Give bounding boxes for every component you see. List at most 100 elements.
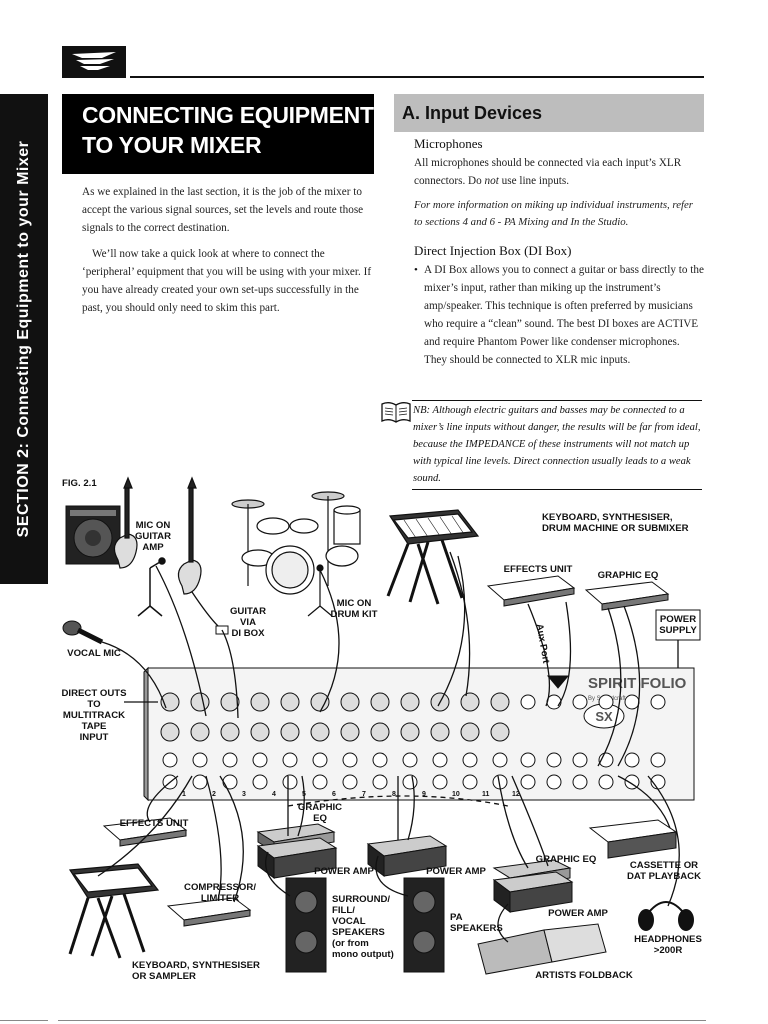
mixer-jack — [310, 722, 330, 742]
label-line: TAPE — [82, 721, 107, 732]
cables — [97, 551, 680, 943]
bottom-rule-left — [0, 1020, 48, 1021]
mixer-jack — [490, 722, 510, 742]
bottom-rule — [58, 1020, 706, 1021]
mixer-jack — [312, 774, 328, 790]
label-effects-unit-top: EFFECTS UNIT — [504, 564, 573, 575]
mixer-jack — [432, 752, 448, 768]
label-line: GRAPHIC — [298, 802, 342, 813]
page-title: CONNECTING EQUIPMENT TO YOUR MIXER — [62, 94, 374, 174]
label-line: DI BOX — [231, 628, 265, 639]
label-graphic-eq-top: GRAPHIC EQ — [598, 570, 659, 581]
channel-number: 11 — [482, 791, 490, 798]
label-line: SUPPLY — [659, 625, 697, 636]
power-supply-box — [655, 609, 701, 641]
label-line: VOCAL — [332, 916, 366, 927]
graphic-eq-top-icon — [584, 581, 670, 611]
label-line: ARTISTS FOLDBACK — [535, 970, 633, 981]
mic-stand-icon — [137, 557, 166, 617]
microphones-text-emphasis: not — [484, 175, 499, 187]
mixer-jack — [250, 692, 270, 712]
reference-note: For more information on miking up indivi… — [414, 199, 694, 228]
label-line: CASSETTE OR — [630, 860, 698, 871]
mixer-jack — [598, 774, 614, 790]
label-line: GRAPHIC EQ — [598, 570, 659, 581]
channel-number: 7 — [362, 791, 366, 798]
mixer-jack — [520, 774, 536, 790]
spirit-logo-icon — [62, 46, 126, 78]
mixer-jack — [252, 774, 268, 790]
mixer-jack — [546, 774, 562, 790]
mixer-jack — [520, 752, 536, 768]
mixer-jack — [160, 722, 180, 742]
label-power-amp-3: POWER AMP — [548, 908, 608, 919]
mixer-jack — [340, 692, 360, 712]
headphones-icon — [638, 901, 694, 931]
channel-number: 3 — [242, 791, 246, 798]
label-line: POWER AMP — [426, 866, 486, 877]
label-line: DAT PLAYBACK — [627, 871, 701, 882]
drum-kit-icon — [231, 491, 361, 617]
label-line: FILL/ — [332, 905, 355, 916]
label-line: GUITAR — [230, 606, 266, 617]
mixer-jack — [430, 722, 450, 742]
mixer-jack — [432, 774, 448, 790]
label-line: SPEAKERS — [332, 927, 385, 938]
microphones-text-b: use line inputs. — [498, 175, 570, 187]
label-artists-foldback: ARTISTS FOLDBACK — [535, 970, 633, 981]
mixer-jack — [462, 774, 478, 790]
mixer-jack — [400, 722, 420, 742]
channel-number: 12 — [512, 791, 520, 798]
mixer-jack — [572, 774, 588, 790]
label-line: SURROUND/ — [332, 894, 390, 905]
mixer-jack — [520, 694, 536, 710]
label-power-amp-1: POWER AMP — [314, 866, 374, 877]
mixer-jack — [492, 752, 508, 768]
keyboard-bottom-icon — [68, 863, 160, 959]
mixer-jack — [310, 692, 330, 712]
label-line: mono output) — [332, 949, 394, 960]
label-line: POWER — [660, 614, 696, 625]
label-line: INPUT — [80, 732, 109, 743]
section-header: A. Input Devices — [394, 94, 704, 132]
label-line: DIRECT OUTS — [61, 688, 127, 699]
mixer-jack — [192, 774, 208, 790]
mixer-jack — [462, 752, 478, 768]
compressor-icon — [166, 897, 252, 927]
label-line: HEADPHONES — [634, 934, 702, 945]
label-line: MULTITRACK — [63, 710, 125, 721]
channel-number: 6 — [332, 791, 336, 798]
label-line: MIC ON — [337, 598, 372, 609]
mixer-jack — [190, 692, 210, 712]
book-icon — [380, 400, 412, 424]
nb-note-box — [412, 400, 702, 490]
mixer-jack — [490, 692, 510, 712]
guitar-amp-icon — [65, 505, 121, 565]
label-line: EFFECTS UNIT — [120, 818, 189, 829]
mixer-jacks — [160, 692, 666, 790]
label-line: TO — [87, 699, 101, 710]
di-box-bullet: • — [414, 264, 418, 276]
label-line: GUITAR — [135, 531, 171, 542]
mixer-jack — [372, 774, 388, 790]
connection-diagram: FIG. 2.1 — [61, 476, 702, 982]
mixer-jack — [222, 774, 238, 790]
mixer-jack — [372, 752, 388, 768]
section-side-tab-text: SECTION 2: Connecting Equipment to your … — [15, 140, 32, 538]
label-line: KEYBOARD, SYNTHESISER — [132, 960, 260, 971]
mixer-jack — [402, 774, 418, 790]
label-line: EQ — [313, 813, 327, 824]
label-vocal-mic: VOCAL MIC — [67, 648, 121, 659]
mixer-jack — [192, 752, 208, 768]
power-amp-3-icon — [492, 871, 574, 913]
label-keyboard-top: KEYBOARD, SYNTHESISER,DRUM MACHINE OR SU… — [542, 512, 689, 534]
top-rule — [130, 76, 704, 78]
effects-unit-bottom-icon — [102, 817, 188, 847]
label-power-amp-2: POWER AMP — [426, 866, 486, 877]
mixer-jack — [220, 722, 240, 742]
pa-speakers-icon — [403, 877, 445, 973]
